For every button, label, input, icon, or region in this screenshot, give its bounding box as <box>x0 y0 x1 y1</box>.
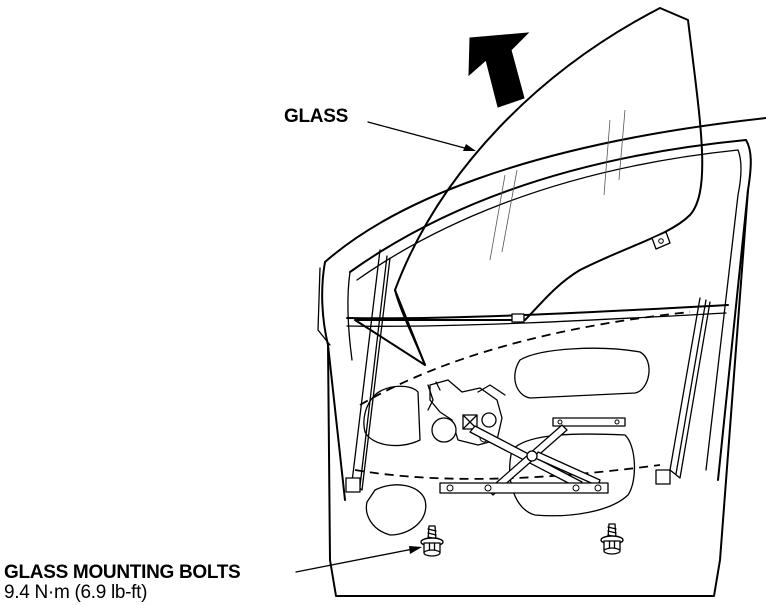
flange-bolt-icon <box>600 523 624 555</box>
bolts-label: GLASS MOUNTING BOLTS <box>4 562 241 583</box>
arrow-up-left-icon <box>468 32 530 108</box>
door-frame <box>317 117 766 597</box>
door-glass <box>354 7 704 366</box>
service-holes <box>363 347 650 536</box>
beltline <box>346 304 729 320</box>
glass-leader-line <box>367 121 473 151</box>
bolts-leader-line <box>295 547 419 573</box>
glass-label: GLASS <box>284 106 348 127</box>
window-regulator <box>427 379 626 496</box>
flange-bolt-icon <box>420 525 444 557</box>
torque-spec: 9.4 N·m (6.9 lb-ft) <box>4 582 148 603</box>
glass-run-channels <box>345 249 711 493</box>
bolts-leader-arrowhead <box>409 546 422 554</box>
glass-leader-arrowhead <box>463 144 476 151</box>
